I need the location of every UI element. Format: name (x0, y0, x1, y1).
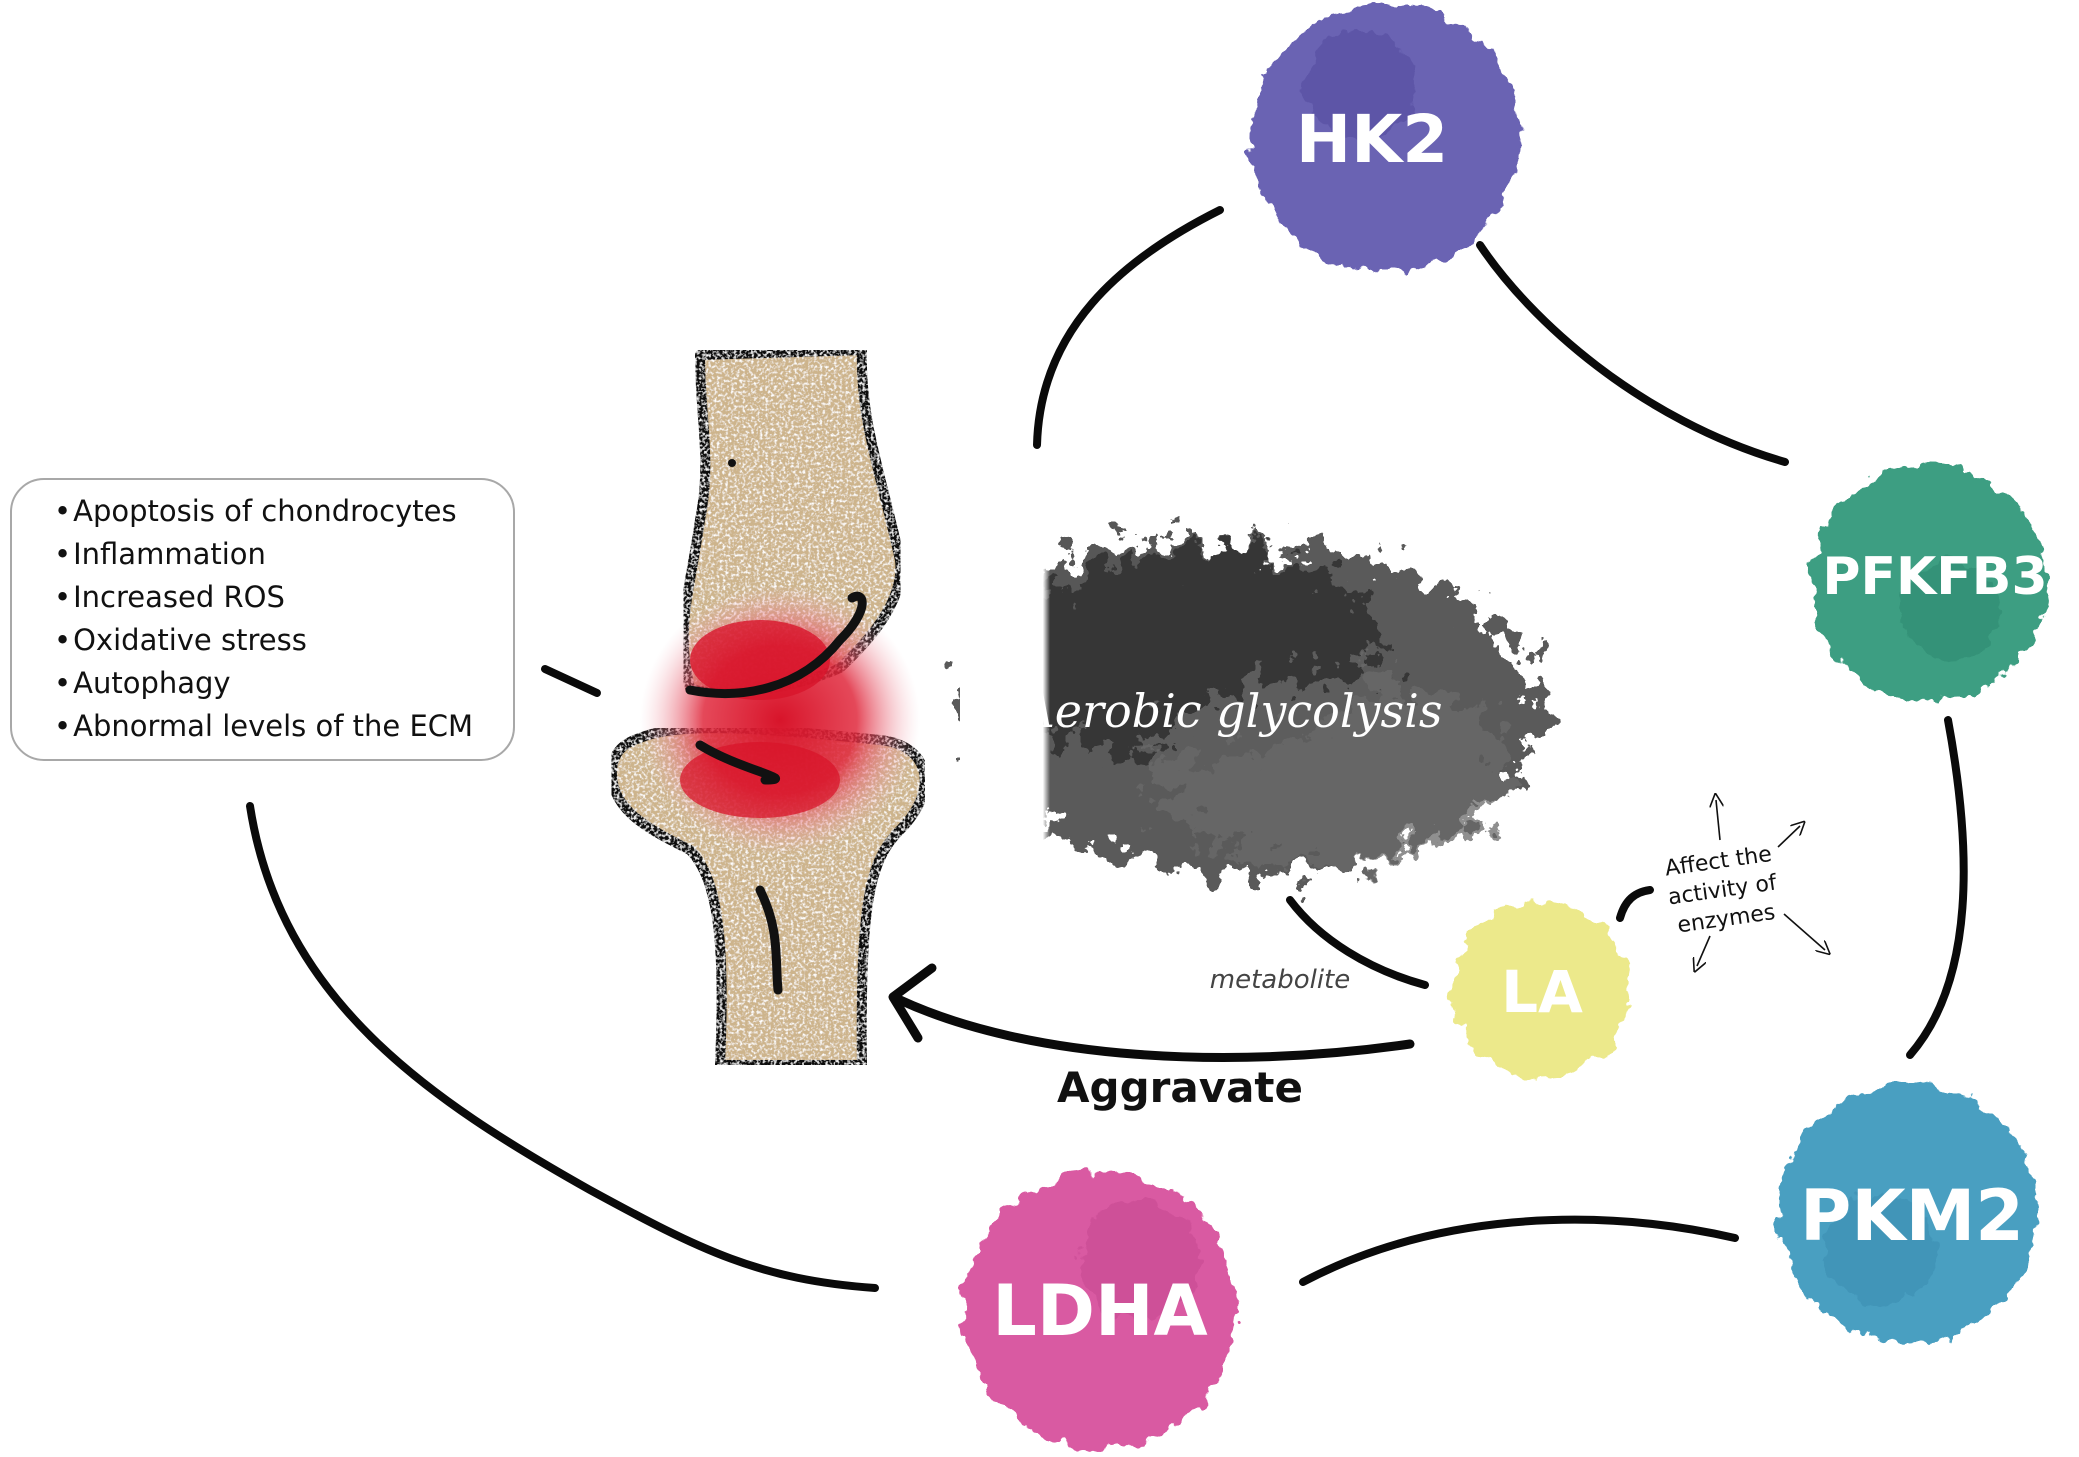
symptom-item: Inflammation (54, 533, 513, 576)
affect-annotation: Affect the activity of enzymes (1663, 842, 1779, 939)
pkm2-label: PKM2 (1800, 1175, 2024, 1257)
symptom-item: Abnormal levels of the ECM (54, 705, 513, 748)
pfkfb3-label: PFKFB3 (1822, 547, 2047, 607)
aggravate-label: Aggravate (1057, 1063, 1303, 1112)
connector-hk2-pfkfb3 (1476, 241, 1789, 466)
inflammation-core-lower (680, 742, 840, 818)
symptom-item: Autophagy (54, 662, 513, 705)
connector-pfkfb3-pkm2 (1906, 716, 1968, 1059)
connector-symptoms-joint (541, 665, 601, 697)
metabolite-label: metabolite (1210, 965, 1351, 995)
glycolysis-cloud: Aerobic glycolysis (960, 540, 1540, 880)
enzyme-pkm2: PKM2 (1778, 1083, 2038, 1343)
connector-cloud-la (1286, 896, 1429, 989)
enzyme-ldha: LDHA (962, 1172, 1238, 1448)
knee-joint (606, 345, 930, 1070)
connector-la-affect (1616, 886, 1654, 922)
glycolysis-label: Aerobic glycolysis (1018, 684, 1443, 738)
la-label: LA (1501, 958, 1583, 1026)
ldha-label: LDHA (992, 1270, 1207, 1352)
symptom-item: Apoptosis of chondrocytes (54, 490, 513, 533)
hk2-label: HK2 (1296, 101, 1448, 178)
connector-pkm2-ldha (1299, 1215, 1739, 1286)
aggravate-arrow (888, 963, 1415, 1062)
enzyme-pfkfb3: PFKFB3 (1810, 465, 2048, 701)
symptoms-list: Apoptosis of chondrocytes Inflammation I… (54, 490, 513, 748)
enzyme-hk2: HK2 (1250, 3, 1520, 273)
affect-arrows (1697, 800, 1825, 966)
cycle-connectors (246, 206, 1968, 1292)
metabolite-la: LA (1452, 902, 1628, 1078)
symptom-item: Increased ROS (54, 576, 513, 619)
symptom-item: Oxidative stress (54, 619, 513, 662)
connector-hk2-center (1033, 206, 1224, 449)
symptoms-box: Apoptosis of chondrocytes Inflammation I… (10, 478, 515, 761)
connector-ldha-symptoms (246, 802, 879, 1292)
